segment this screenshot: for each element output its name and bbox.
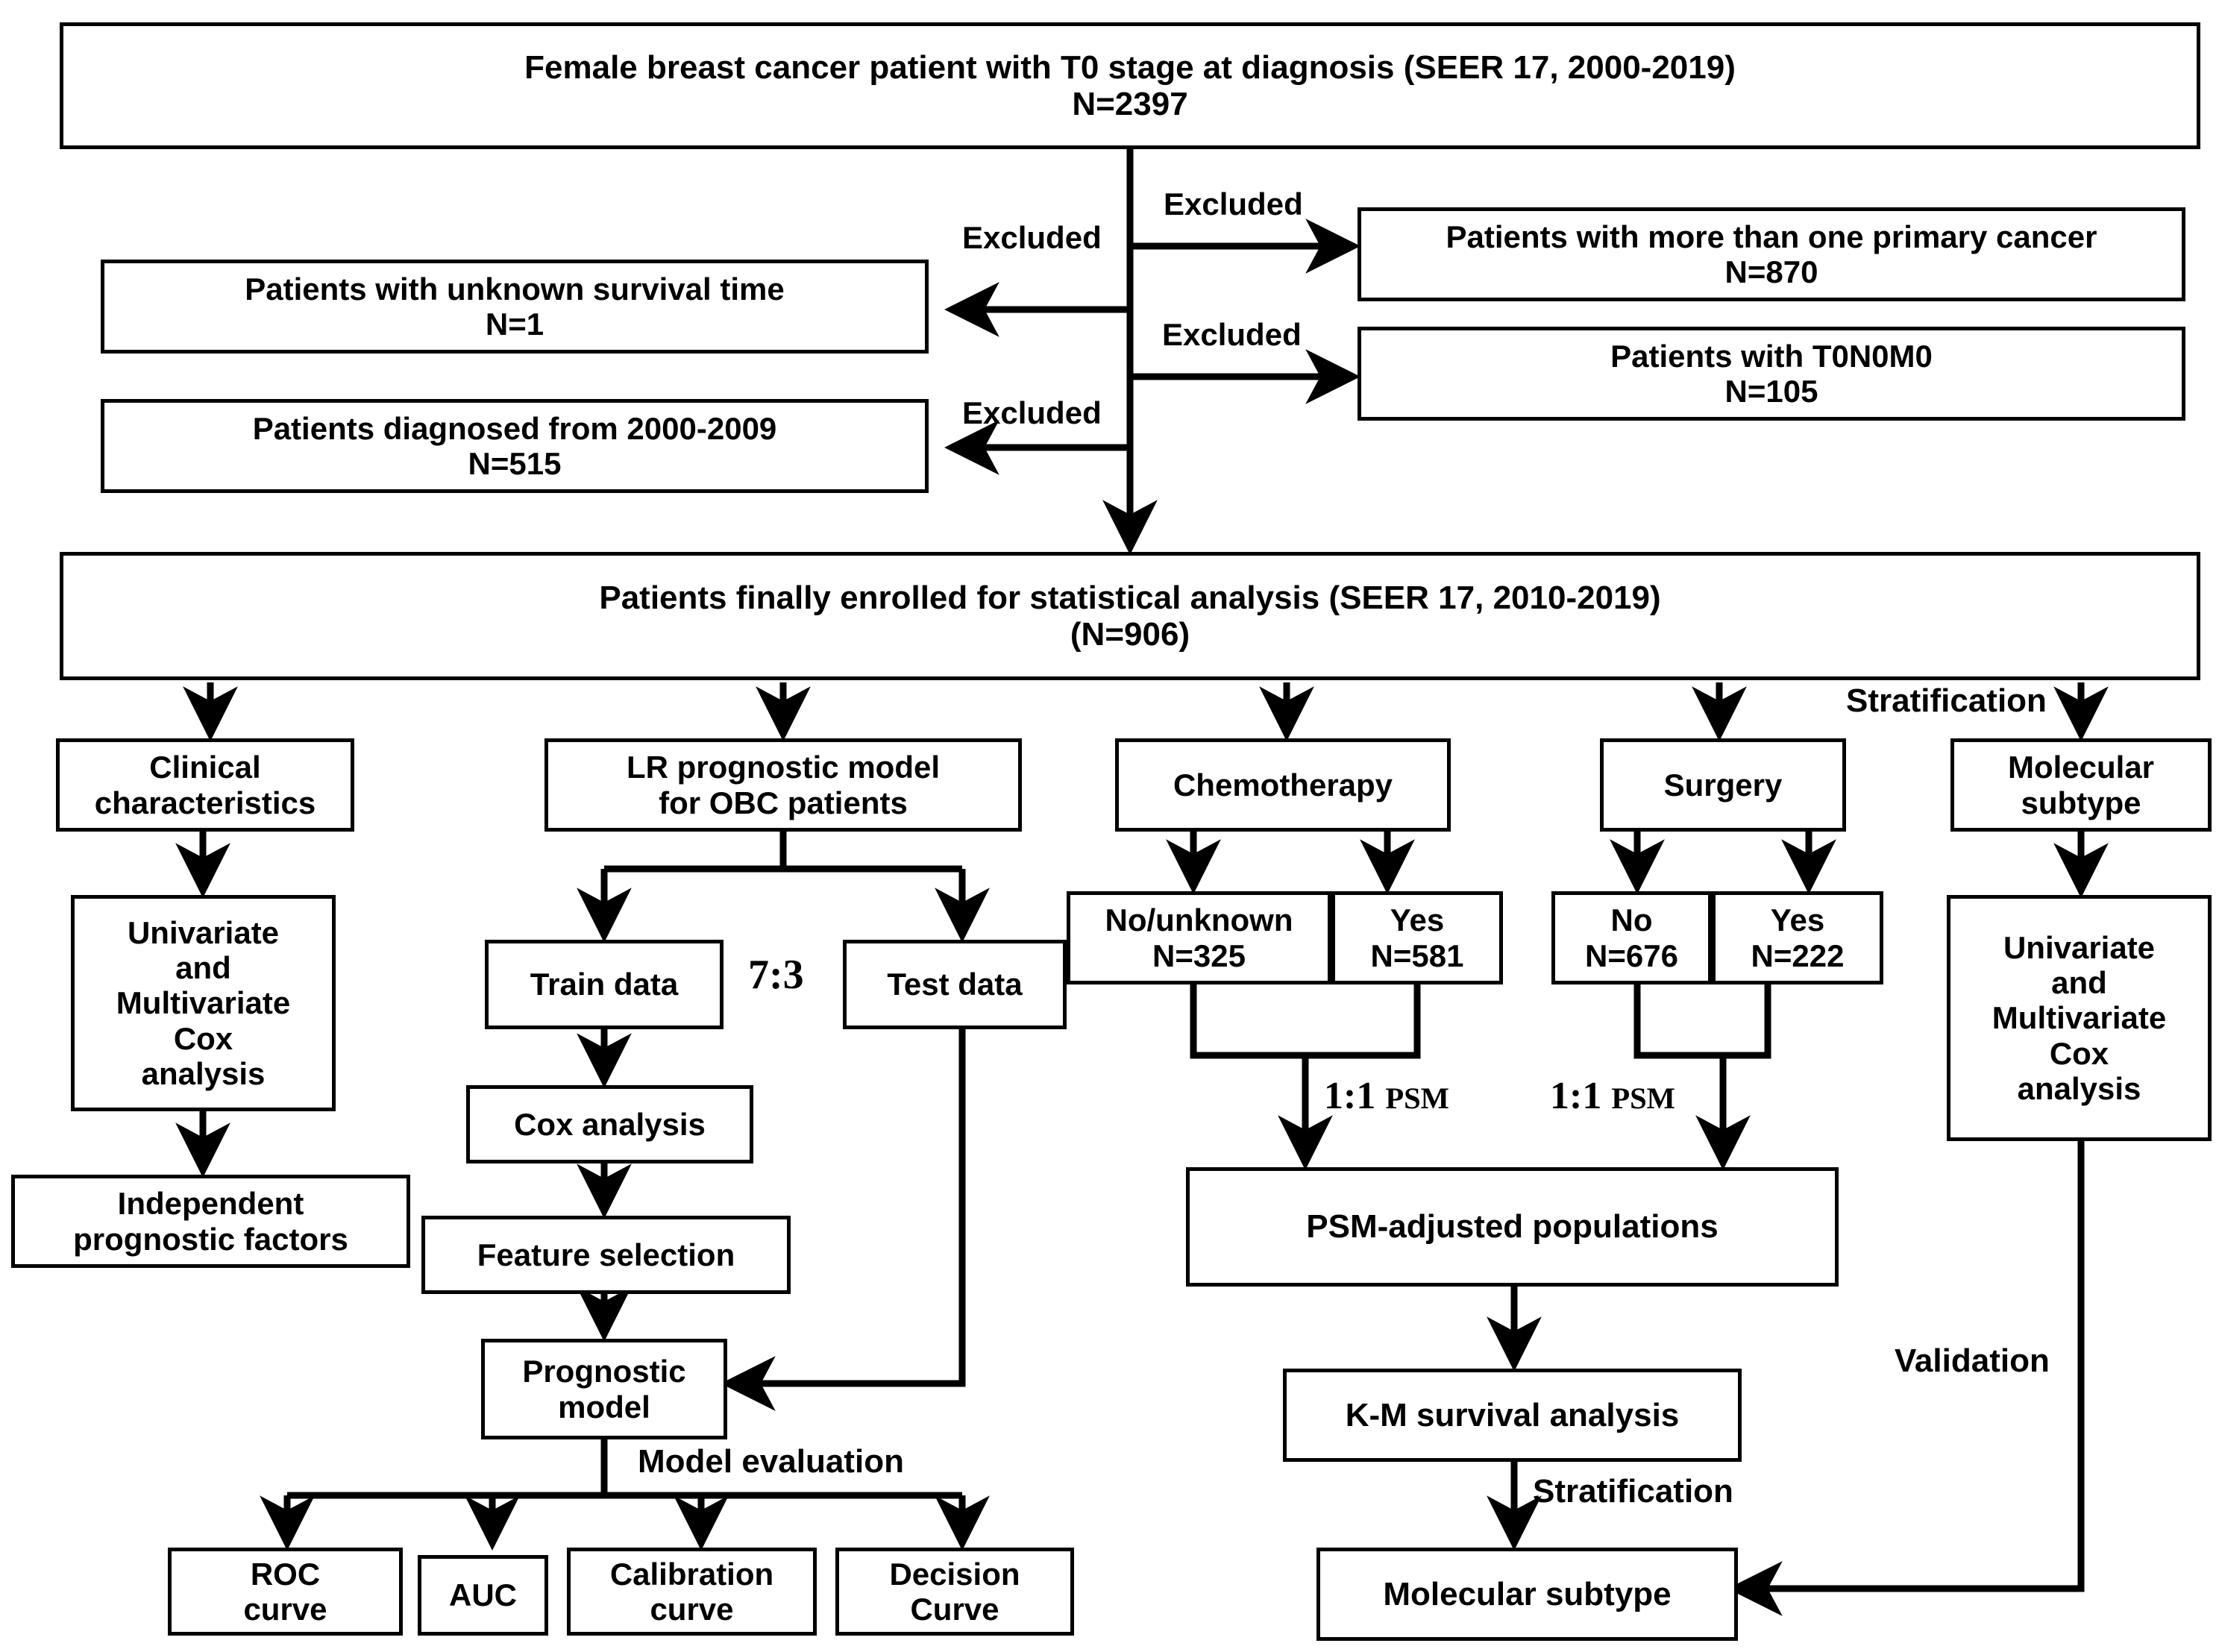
node-cox-analysis-train: Cox analysis: [466, 1085, 753, 1163]
edge-label-stratification-bottom: Stratification: [1533, 1473, 1733, 1510]
node-surgery-yes: Yes N=222: [1712, 891, 1883, 984]
node-excluded-multiple-primary-label: Patients with more than one primary canc…: [1446, 219, 2097, 289]
psm-chemo-number: 1:1: [1324, 1075, 1376, 1117]
node-lr-prognostic-model-label: LR prognostic model for OBC patients: [627, 750, 940, 820]
edge-surgery-merge-bus: [1633, 984, 1771, 1059]
node-cox-analysis-clinical-label: Univariate and Multivariate Cox analysis: [116, 915, 291, 1091]
node-molecular-subtype-top: Molecular subtype: [1950, 738, 2212, 832]
node-test-data: Test data: [843, 940, 1067, 1029]
node-chemotherapy: Chemotherapy: [1115, 738, 1451, 832]
node-auc: AUC: [418, 1555, 548, 1636]
node-excluded-diagnosed-2000-2009-label: Patients diagnosed from 2000-2009 N=515: [252, 410, 777, 481]
node-independent-prognostic-factors: Independent prognostic factors: [11, 1175, 410, 1268]
node-train-data: Train data: [485, 940, 724, 1029]
node-molecular-subtype-top-label: Molecular subtype: [2007, 750, 2155, 820]
psm-chemo-word: PSM: [1385, 1081, 1449, 1115]
node-final-cohort-label: Patients finally enrolled for statistica…: [599, 579, 1661, 653]
edge-label-psm-ratio-chemo: 1:1 PSM: [1324, 1074, 1449, 1118]
node-calibration-curve: Calibration curve: [567, 1548, 817, 1636]
edge-label-excluded-multiple-primary: Excluded: [1164, 186, 1303, 222]
node-molecular-subtype-bottom: Molecular subtype: [1316, 1548, 1738, 1641]
edge-label-excluded-t0n0m0: Excluded: [1162, 317, 1302, 352]
node-psm-adjusted-populations: PSM-adjusted populations: [1186, 1167, 1839, 1287]
node-prognostic-model: Prognostic model: [481, 1339, 727, 1439]
psm-surgery-number: 1:1: [1550, 1075, 1602, 1117]
node-roc-curve: ROC curve: [168, 1548, 403, 1636]
node-chemo-yes-label: Yes N=581: [1370, 902, 1464, 973]
node-lr-prognostic-model: LR prognostic model for OBC patients: [544, 738, 1022, 832]
node-excluded-diagnosed-2000-2009: Patients diagnosed from 2000-2009 N=515: [101, 399, 929, 493]
edge-label-split-ratio: 7:3: [748, 952, 804, 998]
node-cox-analysis-molecular: Univariate and Multivariate Cox analysis: [1947, 895, 2212, 1141]
node-chemo-no-unknown-label: No/unknown N=325: [1105, 902, 1293, 973]
edge-label-psm-ratio-surgery: 1:1 PSM: [1550, 1074, 1675, 1118]
edge-label-validation: Validation: [1895, 1342, 2050, 1379]
edge-label-excluded-2000-2009: Excluded: [962, 395, 1102, 430]
node-excluded-t0n0m0: Patients with T0N0M0 N=105: [1358, 327, 2185, 421]
node-decision-curve-label: Decision Curve: [889, 1556, 1020, 1627]
node-psm-adjusted-populations-label: PSM-adjusted populations: [1306, 1208, 1719, 1246]
node-molecular-subtype-bottom-label: Molecular subtype: [1383, 1575, 1672, 1612]
node-chemo-no-unknown: No/unknown N=325: [1067, 891, 1331, 984]
node-train-data-label: Train data: [530, 967, 679, 1002]
node-final-cohort: Patients finally enrolled for statistica…: [60, 552, 2200, 680]
node-surgery-label: Surgery: [1663, 767, 1783, 803]
node-cox-analysis-train-label: Cox analysis: [514, 1106, 706, 1142]
node-cohort-source-label: Female breast cancer patient with T0 sta…: [524, 48, 1736, 122]
node-independent-prognostic-factors-label: Independent prognostic factors: [73, 1186, 348, 1257]
node-excluded-unknown-survival-label: Patients with unknown survival time N=1: [245, 271, 785, 342]
edge-label-model-evaluation: Model evaluation: [638, 1443, 904, 1480]
node-clinical-characteristics-label: Clinical characteristics: [94, 750, 316, 820]
node-feature-selection-label: Feature selection: [477, 1237, 735, 1272]
node-surgery: Surgery: [1600, 738, 1846, 832]
psm-surgery-word: PSM: [1611, 1081, 1675, 1115]
node-auc-label: AUC: [449, 1577, 517, 1613]
node-surgery-no-label: No N=676: [1585, 902, 1678, 973]
edge-chemo-merge-bus: [1190, 984, 1421, 1059]
node-excluded-t0n0m0-label: Patients with T0N0M0 N=105: [1610, 338, 1933, 409]
node-km-survival-analysis: K-M survival analysis: [1283, 1369, 1742, 1462]
node-cox-analysis-clinical: Univariate and Multivariate Cox analysis: [71, 895, 336, 1111]
node-km-survival-analysis-label: K-M survival analysis: [1345, 1396, 1680, 1433]
node-clinical-characteristics: Clinical characteristics: [56, 738, 354, 832]
edge-test-to-prognostic-model: [720, 1029, 966, 1411]
node-roc-curve-label: ROC curve: [243, 1556, 327, 1627]
node-decision-curve: Decision Curve: [835, 1548, 1074, 1636]
node-prognostic-model-label: Prognostic model: [522, 1354, 686, 1425]
node-calibration-curve-label: Calibration curve: [609, 1556, 774, 1627]
node-feature-selection: Feature selection: [421, 1216, 791, 1294]
node-excluded-multiple-primary: Patients with more than one primary canc…: [1358, 207, 2185, 301]
node-cohort-source: Female breast cancer patient with T0 sta…: [60, 22, 2200, 149]
node-test-data-label: Test data: [887, 967, 1023, 1002]
edge-label-stratification-top: Stratification: [1846, 682, 2047, 719]
node-surgery-yes-label: Yes N=222: [1751, 902, 1845, 973]
node-excluded-unknown-survival: Patients with unknown survival time N=1: [101, 260, 929, 354]
edge-label-excluded-unknown-survival: Excluded: [962, 220, 1102, 255]
node-chemotherapy-label: Chemotherapy: [1173, 767, 1393, 803]
node-cox-analysis-molecular-label: Univariate and Multivariate Cox analysis: [1992, 930, 2167, 1106]
node-surgery-no: No N=676: [1551, 891, 1712, 984]
node-chemo-yes: Yes N=581: [1331, 891, 1503, 984]
